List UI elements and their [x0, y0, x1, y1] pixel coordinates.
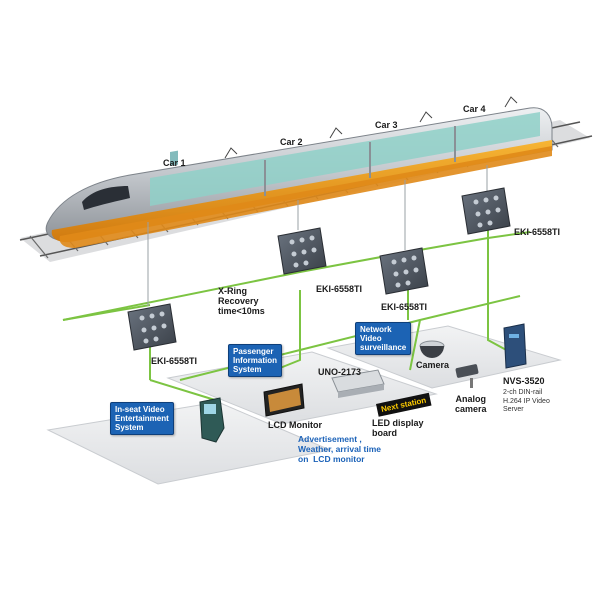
analog-camera-label: Analog camera [455, 394, 487, 414]
switch-4-label: EKI-6558TI [514, 227, 561, 237]
network-video-tag: Network Video surveillance [355, 322, 412, 355]
drop-lines [147, 165, 488, 306]
uno-2173-icon [331, 369, 385, 398]
led-display-board-label: LED display board [372, 418, 424, 438]
nvs-3520-label: NVS-3520 [503, 376, 545, 386]
x-ring-note: X-Ring Recovery time<10ms [218, 286, 265, 316]
switch-2-label: EKI-6558TI [316, 284, 363, 294]
seat-icon [199, 397, 225, 443]
car-3-label: Car 3 [375, 120, 398, 130]
in-seat-tag: In-seat Video Entertainment System [110, 402, 174, 435]
analog-camera-icon [455, 364, 479, 388]
switch-3 [379, 247, 429, 295]
switch-3-label: EKI-6558TI [381, 302, 428, 312]
nvs-3520-icon [503, 323, 527, 369]
nvs-3520-description: 2-ch DIN-rail H.264 IP Video Server [503, 389, 550, 413]
switch-1 [127, 303, 177, 351]
switch-2 [277, 227, 327, 275]
car-2-label: Car 2 [280, 137, 303, 147]
passenger-info-tag: Passenger Information System [228, 344, 282, 377]
switch-4 [461, 187, 511, 235]
high-speed-train [45, 96, 553, 248]
uno-2173-label: UNO-2173 [318, 367, 362, 377]
switch-1-label: EKI-6558TI [151, 356, 198, 366]
dome-camera-icon [419, 340, 445, 358]
camera-label: Camera [416, 360, 450, 370]
lcd-monitor-label: LCD Monitor [268, 420, 322, 430]
advertisement-note: Advertisement , Weather, arrival time on… [298, 434, 381, 464]
car-4-label: Car 4 [463, 104, 486, 114]
lcd-monitor-icon [263, 383, 305, 417]
car-1-label: Car 1 [163, 158, 186, 168]
